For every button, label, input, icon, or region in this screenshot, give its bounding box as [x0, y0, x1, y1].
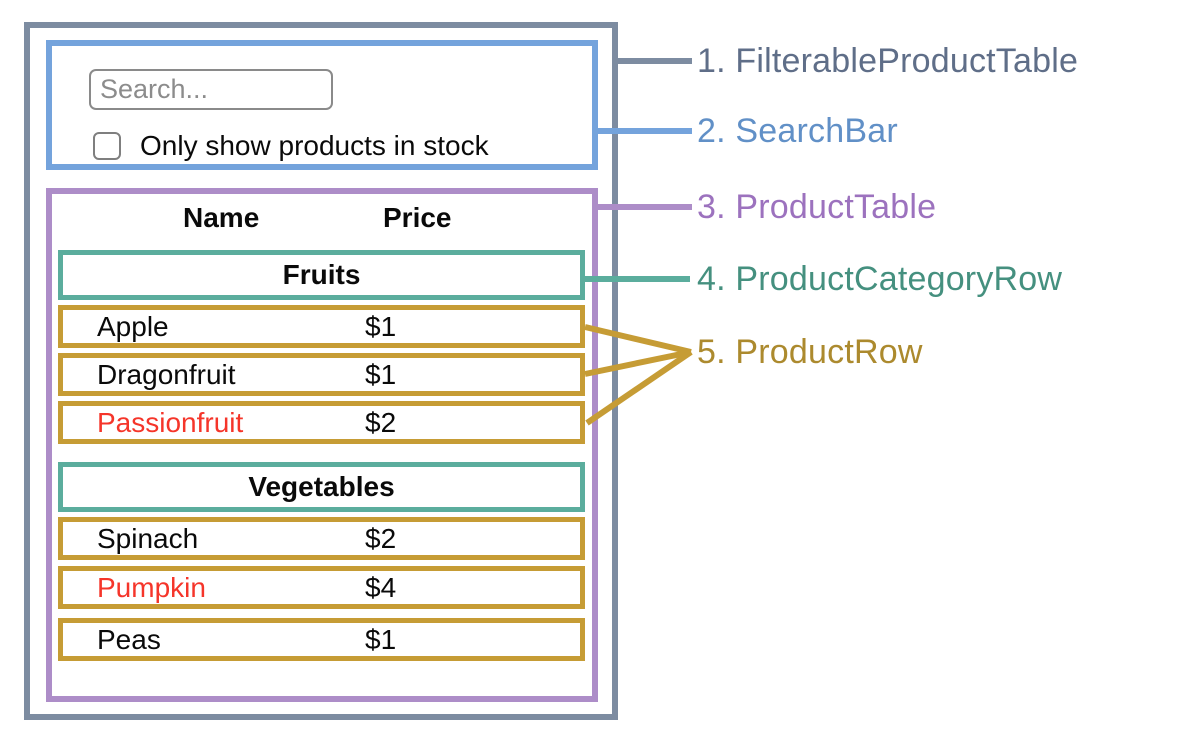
- product-row-spinach: Spinach $2: [58, 517, 585, 560]
- category-label: Fruits: [282, 259, 361, 290]
- product-row-dragonfruit: Dragonfruit $1: [58, 353, 585, 396]
- product-row-passionfruit: Passionfruit $2: [58, 401, 585, 444]
- product-name: Dragonfruit: [97, 358, 236, 390]
- product-price: $1: [365, 623, 397, 655]
- product-price: $2: [365, 406, 397, 438]
- product-price: $1: [365, 358, 397, 390]
- label-product-category-row: 4. ProductCategoryRow: [697, 260, 1063, 298]
- product-name: Spinach: [97, 522, 199, 554]
- label-product-table: 3. ProductTable: [697, 188, 937, 226]
- column-header-name: Name: [183, 202, 260, 233]
- product-name: Apple: [97, 310, 169, 342]
- product-category-row-vegetables: Vegetables: [58, 462, 585, 512]
- product-row-apple: Apple $1: [58, 305, 585, 348]
- product-row-pumpkin: Pumpkin $4: [58, 566, 585, 609]
- product-price: $2: [365, 522, 397, 554]
- in-stock-checkbox-label: Only show products in stock: [140, 130, 489, 161]
- product-price: $4: [365, 571, 397, 603]
- in-stock-checkbox[interactable]: [93, 132, 121, 160]
- product-name: Passionfruit: [97, 406, 244, 438]
- product-name: Peas: [97, 623, 161, 655]
- product-category-row-fruits: Fruits: [58, 250, 585, 300]
- column-header-price: Price: [383, 202, 452, 233]
- label-filterable-product-table: 1. FilterableProductTable: [697, 42, 1079, 80]
- search-input[interactable]: [89, 69, 333, 110]
- label-search-bar: 2. SearchBar: [697, 112, 898, 150]
- product-price: $1: [365, 310, 397, 342]
- label-product-row: 5. ProductRow: [697, 333, 923, 371]
- product-row-peas: Peas $1: [58, 618, 585, 661]
- category-label: Vegetables: [248, 471, 395, 502]
- product-name: Pumpkin: [97, 571, 206, 603]
